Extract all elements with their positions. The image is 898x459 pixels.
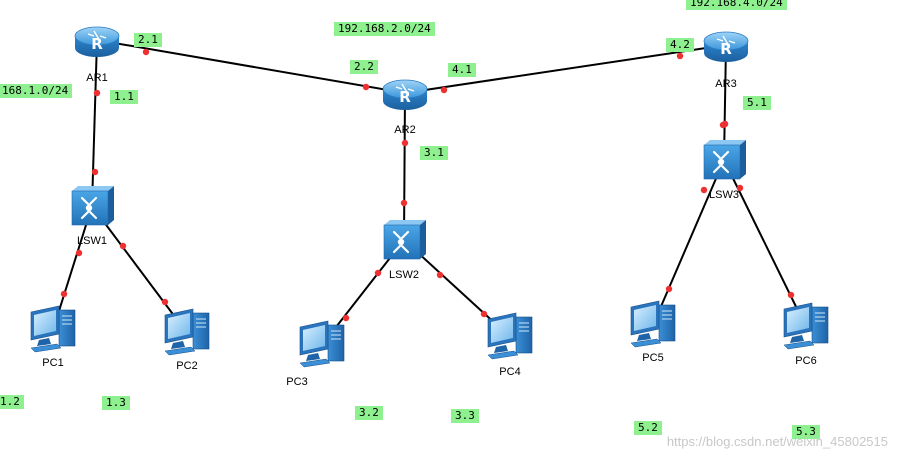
address-pc2: 1.3 — [102, 396, 130, 410]
port-dot-lsw3-pc5-0 — [700, 186, 708, 194]
device-label-ar2: AR2 — [394, 124, 416, 136]
link-lsw1-pc1 — [52, 205, 93, 331]
link-ar1-lsw1 — [91, 39, 98, 207]
device-label-pc2: PC2 — [176, 360, 198, 372]
device-label-pc5: PC5 — [642, 352, 664, 364]
address-pc1: 1.2 — [0, 395, 24, 409]
pc-icon-pc6[interactable] — [783, 302, 829, 350]
router-icon-ar2[interactable]: R — [382, 79, 428, 110]
port-dot-lsw3-pc6-0 — [736, 184, 744, 192]
network-label-2: 192.168.2.0/24 — [334, 22, 435, 36]
svg-text:R: R — [91, 35, 103, 53]
address-ar1-ar2: 2.1 — [134, 33, 162, 47]
links-layer — [52, 39, 807, 346]
port-dot-ar3-lan — [721, 120, 729, 128]
link-lsw1-pc2 — [91, 205, 188, 334]
address-pc4: 3.3 — [451, 409, 479, 423]
pc-icon-pc5[interactable] — [630, 300, 676, 348]
switch-icon-lsw2[interactable] — [383, 220, 426, 260]
address-ar1-lan: 1.1 — [110, 90, 138, 104]
port-dot-ar2-lsw2-1 — [400, 199, 408, 207]
link-lsw3-pc6 — [723, 159, 807, 328]
port-dot-ar1-lsw1-0 — [93, 89, 101, 97]
switch-icon-lsw1[interactable] — [71, 186, 114, 226]
port-dot-lsw1-pc1-1 — [60, 290, 68, 298]
pc-icon-pc1[interactable] — [30, 305, 76, 353]
port-dot-ar1-ar2-1 — [362, 83, 370, 91]
device-label-ar1: AR1 — [86, 72, 108, 84]
device-label-pc1: PC1 — [42, 357, 64, 369]
link-ar1-ar2 — [96, 39, 406, 94]
network-label-4: 192.168.4.0/24 — [686, 0, 787, 10]
svg-text:R: R — [399, 88, 411, 106]
port-dot-lsw1-pc2-1 — [161, 298, 169, 306]
device-label-lsw1: LSW1 — [77, 235, 107, 247]
address-ar2-ar1: 2.2 — [350, 60, 378, 74]
link-ar2-lsw2 — [403, 92, 406, 241]
device-label-pc6: PC6 — [795, 355, 817, 367]
port-dot-lsw3-pc6-1 — [787, 291, 795, 299]
port-dot-ar2-lsw2-0 — [401, 139, 409, 147]
link-lsw3-pc5 — [652, 159, 725, 326]
port-dot-ar2-ar3-1 — [676, 52, 684, 60]
devices-layer: R R R — [30, 26, 829, 368]
device-label-ar3: AR3 — [715, 78, 737, 90]
port-dot-lsw2-pc3-0 — [374, 269, 382, 277]
address-ar2-ar3: 4.1 — [448, 63, 476, 77]
address-ar3-lan: 5.1 — [743, 96, 771, 110]
link-ar2-ar3 — [404, 44, 727, 94]
pc-icon-pc2[interactable] — [164, 308, 210, 356]
port-dot-ar2-ar3-0 — [440, 86, 448, 94]
device-label-pc3: PC3 — [286, 376, 308, 388]
address-ar2-lan: 3.1 — [420, 146, 448, 160]
address-ar3-ar2: 4.2 — [666, 38, 694, 52]
address-pc5: 5.2 — [634, 421, 662, 435]
network-label-1: 168.1.0/24 — [0, 84, 73, 98]
switch-icon-lsw3[interactable] — [703, 140, 746, 180]
address-pc6: 5.3 — [792, 425, 820, 439]
router-icon-ar1[interactable]: R — [74, 26, 120, 57]
address-pc3: 3.2 — [355, 406, 383, 420]
svg-text:R: R — [720, 40, 732, 58]
router-icon-ar3[interactable]: R — [703, 31, 749, 62]
port-dot-lsw3-pc5-1 — [665, 285, 673, 293]
port-dot-lsw2-pc4-0 — [436, 271, 444, 279]
port-dot-ar1-lsw1-1 — [91, 168, 99, 176]
device-label-pc4: PC4 — [499, 366, 521, 378]
pc-icon-pc3[interactable] — [299, 320, 345, 368]
port-dot-lsw1-pc2-0 — [119, 242, 127, 250]
device-label-lsw2: LSW2 — [389, 269, 419, 281]
pc-icon-pc4[interactable] — [487, 312, 533, 360]
watermark-text: https://blog.csdn.net/weixin_45802515 — [666, 434, 888, 449]
port-dot-lsw2-pc3-1 — [342, 314, 350, 322]
port-dot-lsw2-pc4-1 — [480, 310, 488, 318]
port-dot-lsw1-pc1-0 — [75, 249, 83, 257]
device-label-lsw3: LSW3 — [709, 189, 739, 201]
port-dot-ar1-ar2-0 — [142, 48, 150, 56]
